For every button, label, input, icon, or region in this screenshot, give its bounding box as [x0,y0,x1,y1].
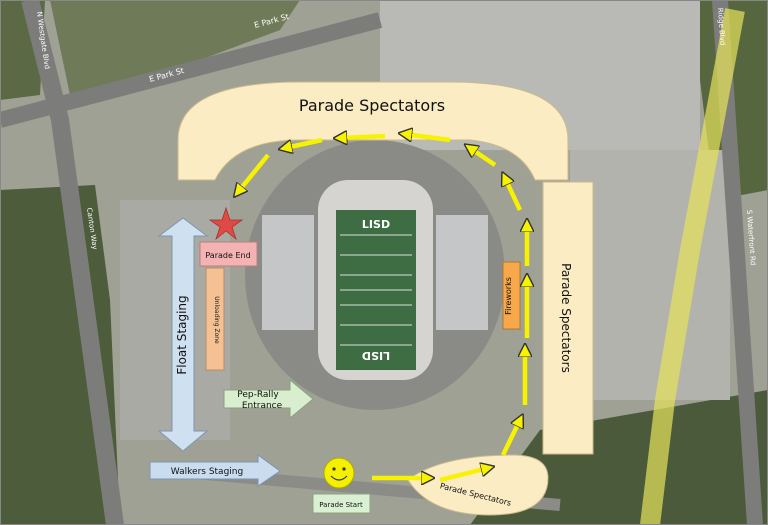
route-arrow-10 [340,136,386,138]
stands-east [436,215,488,330]
pep-rally-arrow [223,378,314,420]
route-arrow-11 [285,137,323,148]
unloading-zone-box [205,267,225,371]
highlight-path [640,8,745,525]
spectators-label-right: Parade Spectators [559,263,573,373]
float-staging-arrow [157,217,209,452]
route-arrow-7 [505,178,523,211]
spectators-label-top: Parade Spectators [299,96,445,115]
route-arrow-2 [439,468,488,483]
street-label-top-right: Ridge Blvd [716,8,727,46]
spectators-area-bottom [407,454,549,516]
pep-rally-label-line1: Pep-Rally [237,390,279,400]
route-arrow-9 [405,134,451,143]
parade-end-box [199,241,258,267]
fireworks-box [502,261,521,330]
street-label-east: S Waterfront Rd [745,210,757,266]
walkers-staging-label: Walkers Staging [171,467,243,477]
route-arrow-3 [500,420,520,456]
unloading-zone-label: Unloading Zone [213,296,220,344]
star-icon [208,206,244,241]
parade-end-label: Parade End [205,251,250,260]
spectators-area-top [177,81,569,181]
pep-rally-label-line2: Entrance [242,401,283,411]
walkers-staging-arrow [149,454,281,487]
route-arrow-8 [470,148,497,167]
float-staging-label: Float Staging [175,295,189,374]
parade-start-label: Parade Start [319,501,363,509]
parade-start-box [312,493,371,514]
smiley-icon [323,457,355,489]
fireworks-label: Fireworks [504,277,513,315]
spectators-area-right [542,181,594,455]
road-west-arterial [21,0,124,525]
field-label-top: LISD [362,218,390,231]
stands-west [262,215,314,330]
field-label-bottom: LISD [362,349,390,362]
woodland-west [0,185,120,525]
route-arrow-12 [238,153,270,192]
parade-route [238,134,527,480]
woodland-north [50,0,300,95]
